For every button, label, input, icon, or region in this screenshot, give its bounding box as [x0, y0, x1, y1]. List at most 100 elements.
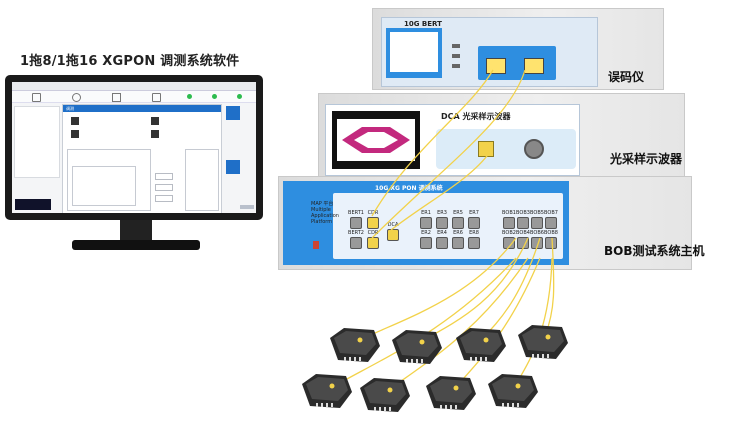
- bert-side-label: 误码仪: [608, 70, 645, 84]
- bert-button[interactable]: [452, 64, 460, 68]
- onu-fiber-port: [329, 383, 335, 389]
- onu-vent: [349, 357, 351, 361]
- onu-vent: [326, 403, 328, 407]
- device-list-panel: [14, 106, 60, 178]
- fiber-line: [479, 237, 541, 342]
- bert-port-tx[interactable]: [486, 58, 506, 74]
- fiber-line: [371, 69, 494, 217]
- platform-label: MAP 平台 Multiple Application Platform: [311, 201, 339, 225]
- bert-port-rx[interactable]: [524, 58, 544, 74]
- onu-fiber-port: [515, 383, 521, 389]
- onu-vent: [416, 359, 418, 363]
- app-title-bar: [12, 82, 256, 91]
- onu-fiber-port: [453, 385, 459, 391]
- onu-vent: [344, 357, 346, 361]
- onu-vent: [455, 405, 457, 409]
- platform-label-line: Multiple: [311, 207, 331, 213]
- bert-instrument: 10G BERT: [372, 8, 664, 90]
- fiber-line: [514, 257, 553, 387]
- dca-side-label: 光采样示波器: [610, 152, 683, 166]
- toolbar-icon[interactable]: [72, 93, 81, 102]
- settings-block: [71, 117, 131, 143]
- toolbar-icon[interactable]: [152, 93, 161, 102]
- onu-vent: [389, 407, 391, 411]
- onu-device: [302, 374, 352, 408]
- onu-vent: [475, 357, 477, 361]
- onu-vent: [542, 354, 544, 358]
- onu-top: [396, 333, 438, 357]
- onu-vent: [421, 359, 423, 363]
- onu-device: [360, 378, 410, 412]
- power-switch[interactable]: [313, 241, 319, 249]
- fiber-line: [337, 257, 517, 385]
- onu-vent: [480, 357, 482, 361]
- onu-vent: [384, 407, 386, 411]
- onu-vent: [502, 403, 504, 407]
- side-action-button[interactable]: [226, 160, 240, 174]
- app-main-panel: 调测: [62, 104, 222, 213]
- bob-label: 10G XG PON 调测系统: [375, 185, 443, 192]
- onu-vent: [379, 407, 381, 411]
- dca-screen: [332, 111, 420, 169]
- side-action-button[interactable]: [226, 106, 240, 120]
- fiber-lines: [337, 69, 555, 390]
- platform-label-line: MAP 平台: [311, 201, 334, 207]
- onu-top: [460, 331, 502, 355]
- bert-button[interactable]: [452, 44, 460, 48]
- status-dot-icon: [237, 94, 242, 99]
- bert-button[interactable]: [452, 54, 460, 58]
- onu-vent: [331, 403, 333, 407]
- monitor: 调测: [5, 75, 263, 220]
- log-textarea[interactable]: [72, 166, 136, 206]
- onu-vent: [485, 357, 487, 361]
- onu-vent: [470, 357, 472, 361]
- onu-vent: [374, 407, 376, 411]
- onu-top: [364, 381, 406, 405]
- software-screen: 调测: [12, 82, 256, 213]
- bert-label: 10G BERT: [404, 20, 442, 28]
- bert-front-panel: 10G BERT: [381, 17, 598, 87]
- onu-vent: [445, 405, 447, 409]
- onu-vent: [411, 359, 413, 363]
- onu-vent: [316, 403, 318, 407]
- log-group: [67, 149, 151, 211]
- onu-fiber-port: [357, 337, 363, 343]
- onu-fiber-port: [545, 334, 551, 340]
- onu-device: [426, 376, 476, 410]
- status-dot-icon: [187, 94, 192, 99]
- dca-port-panel: [436, 129, 576, 169]
- onu-vent: [517, 403, 519, 407]
- onu-vent: [406, 359, 408, 363]
- control-column: [155, 149, 183, 209]
- onu-vent: [450, 405, 452, 409]
- monitor-base: [72, 240, 200, 250]
- onu-vent: [537, 354, 539, 358]
- dca-label: DCA 光采样示波器: [441, 112, 511, 121]
- onu-vent: [440, 405, 442, 409]
- options-group: [185, 149, 219, 211]
- onu-device: [488, 374, 538, 408]
- onu-device: [330, 328, 380, 362]
- onu-vent: [532, 354, 534, 358]
- onu-device: [518, 325, 568, 359]
- fiber-line: [417, 237, 529, 344]
- platform-label-line: Platform: [311, 219, 333, 225]
- onu-fiber-port: [387, 387, 393, 393]
- status-indicator: [240, 205, 254, 209]
- fiber-line: [359, 237, 517, 341]
- dca-electrical-port[interactable]: [524, 139, 544, 159]
- fiber-line: [390, 151, 491, 231]
- onu-vent: [354, 357, 356, 361]
- toolbar-icon[interactable]: [32, 93, 41, 102]
- onu-fiber-port: [419, 339, 425, 345]
- toolbar-icon[interactable]: [112, 93, 121, 102]
- eye-diagram: [337, 119, 415, 161]
- onu-fiber-port: [483, 337, 489, 343]
- onu-device: [456, 328, 506, 362]
- onu-top: [334, 331, 376, 355]
- onu-top: [430, 379, 472, 403]
- app-logo: [15, 199, 51, 210]
- onu-top: [306, 377, 348, 401]
- platform-label-line: Application: [311, 213, 339, 219]
